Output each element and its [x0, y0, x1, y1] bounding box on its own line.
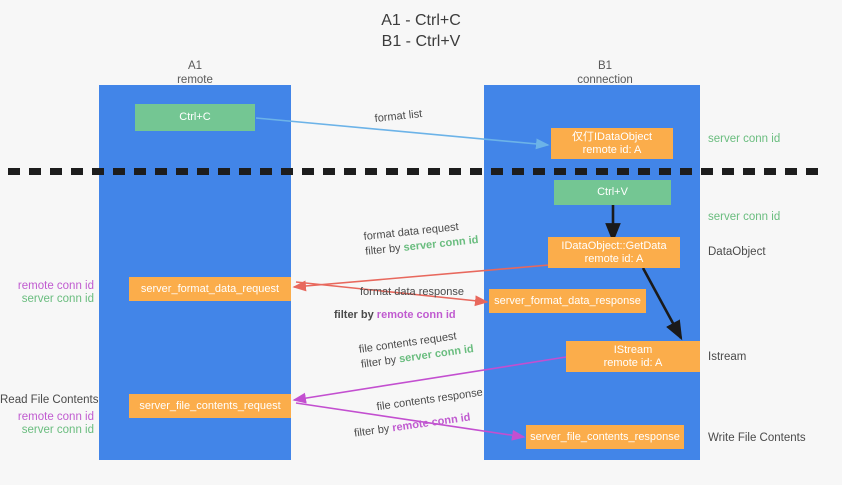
- node-ctrl-c-label: Ctrl+C: [179, 111, 211, 123]
- annotation-remote-conn-id-2: remote conn id: [17, 411, 94, 423]
- node-file-response-label: server_file_contents_response: [530, 430, 680, 443]
- caption-fdres-value: remote conn id: [376, 309, 456, 321]
- node-getdata-line2: remote id: A: [584, 252, 644, 265]
- edge-format-data-response: [295, 281, 489, 307]
- node-file-request-label: server_file_contents_request: [139, 399, 281, 412]
- title-line-2: B1 - Ctrl+V: [381, 33, 461, 50]
- node-server-format-data-request[interactable]: server_format_data_request: [129, 277, 291, 301]
- column-header-b1: B1 connection: [545, 60, 665, 87]
- node-istream[interactable]: IStream remote id: A: [566, 341, 700, 372]
- node-format-response-label: server_format_data_response: [494, 294, 641, 307]
- annotation-server-conn-id-2: server conn id: [21, 424, 94, 436]
- annotation-dataobject: DataObject: [708, 246, 766, 258]
- caption-fdreq-prefix: filter by: [364, 241, 405, 258]
- node-idataobject-line1: 仅仃IDataObject: [571, 130, 653, 143]
- node-istream-line2: remote id: A: [603, 356, 663, 369]
- node-server-format-data-response[interactable]: server_format_data_response: [489, 289, 646, 313]
- edge-getdata-to-istream: [641, 267, 683, 341]
- node-getdata-line1: IDataObject::GetData: [561, 239, 667, 252]
- annotation-server-conn-id-mid: server conn id: [708, 211, 781, 223]
- annotation-remote-conn-id-1: remote conn id: [17, 280, 94, 292]
- edge-file-contents-response: [295, 402, 526, 441]
- column-b1-sub: connection: [577, 73, 633, 86]
- column-header-a1: A1 remote: [135, 60, 255, 87]
- annotation-server-conn-id-1: server conn id: [21, 293, 94, 305]
- page-title: A1 - Ctrl+C B1 - Ctrl+V: [0, 10, 842, 52]
- node-istream-line1: IStream: [613, 343, 653, 356]
- caption-fcres-prefix: filter by: [353, 422, 394, 440]
- column-a1-name: A1: [187, 60, 203, 72]
- annotation-write-file-contents: Write File Contents: [708, 432, 806, 444]
- title-line-1: A1 - Ctrl+C: [381, 12, 461, 29]
- phase-divider: [8, 168, 834, 175]
- caption-fcreq-prefix: filter by: [360, 353, 401, 371]
- column-a1-sub: remote: [177, 73, 213, 86]
- caption-format-data-response: format data response filter by remote co…: [334, 285, 464, 323]
- node-server-file-contents-response[interactable]: server_file_contents_response: [526, 425, 684, 449]
- annotation-server-conn-id-top: server conn id: [708, 133, 781, 145]
- caption-format-list-text: format list: [374, 108, 423, 125]
- annotation-istream: Istream: [708, 351, 747, 363]
- node-server-file-contents-request[interactable]: server_file_contents_request: [129, 394, 291, 418]
- node-ctrl-c[interactable]: Ctrl+C: [135, 104, 255, 131]
- annotation-read-file-contents: Read File Contents: [0, 394, 99, 406]
- node-idataobject[interactable]: 仅仃IDataObject remote id: A: [551, 128, 673, 159]
- node-ctrl-v-label: Ctrl+V: [597, 186, 628, 198]
- edge-file-contents-request: [292, 356, 567, 404]
- caption-fdres-prefix: filter by: [334, 309, 377, 321]
- node-format-request-label: server_format_data_request: [140, 282, 280, 295]
- edge-format-data-request: [292, 264, 550, 292]
- node-ctrl-v[interactable]: Ctrl+V: [554, 180, 671, 205]
- caption-fdres-line2: filter by remote conn id: [334, 308, 464, 323]
- node-idataobject-getdata[interactable]: IDataObject::GetData remote id: A: [548, 237, 680, 268]
- node-idataobject-line2: remote id: A: [582, 143, 642, 156]
- caption-fdres-line1: format data response: [360, 286, 464, 298]
- edge-format-list: [255, 117, 550, 150]
- column-b1-name: B1: [597, 60, 613, 72]
